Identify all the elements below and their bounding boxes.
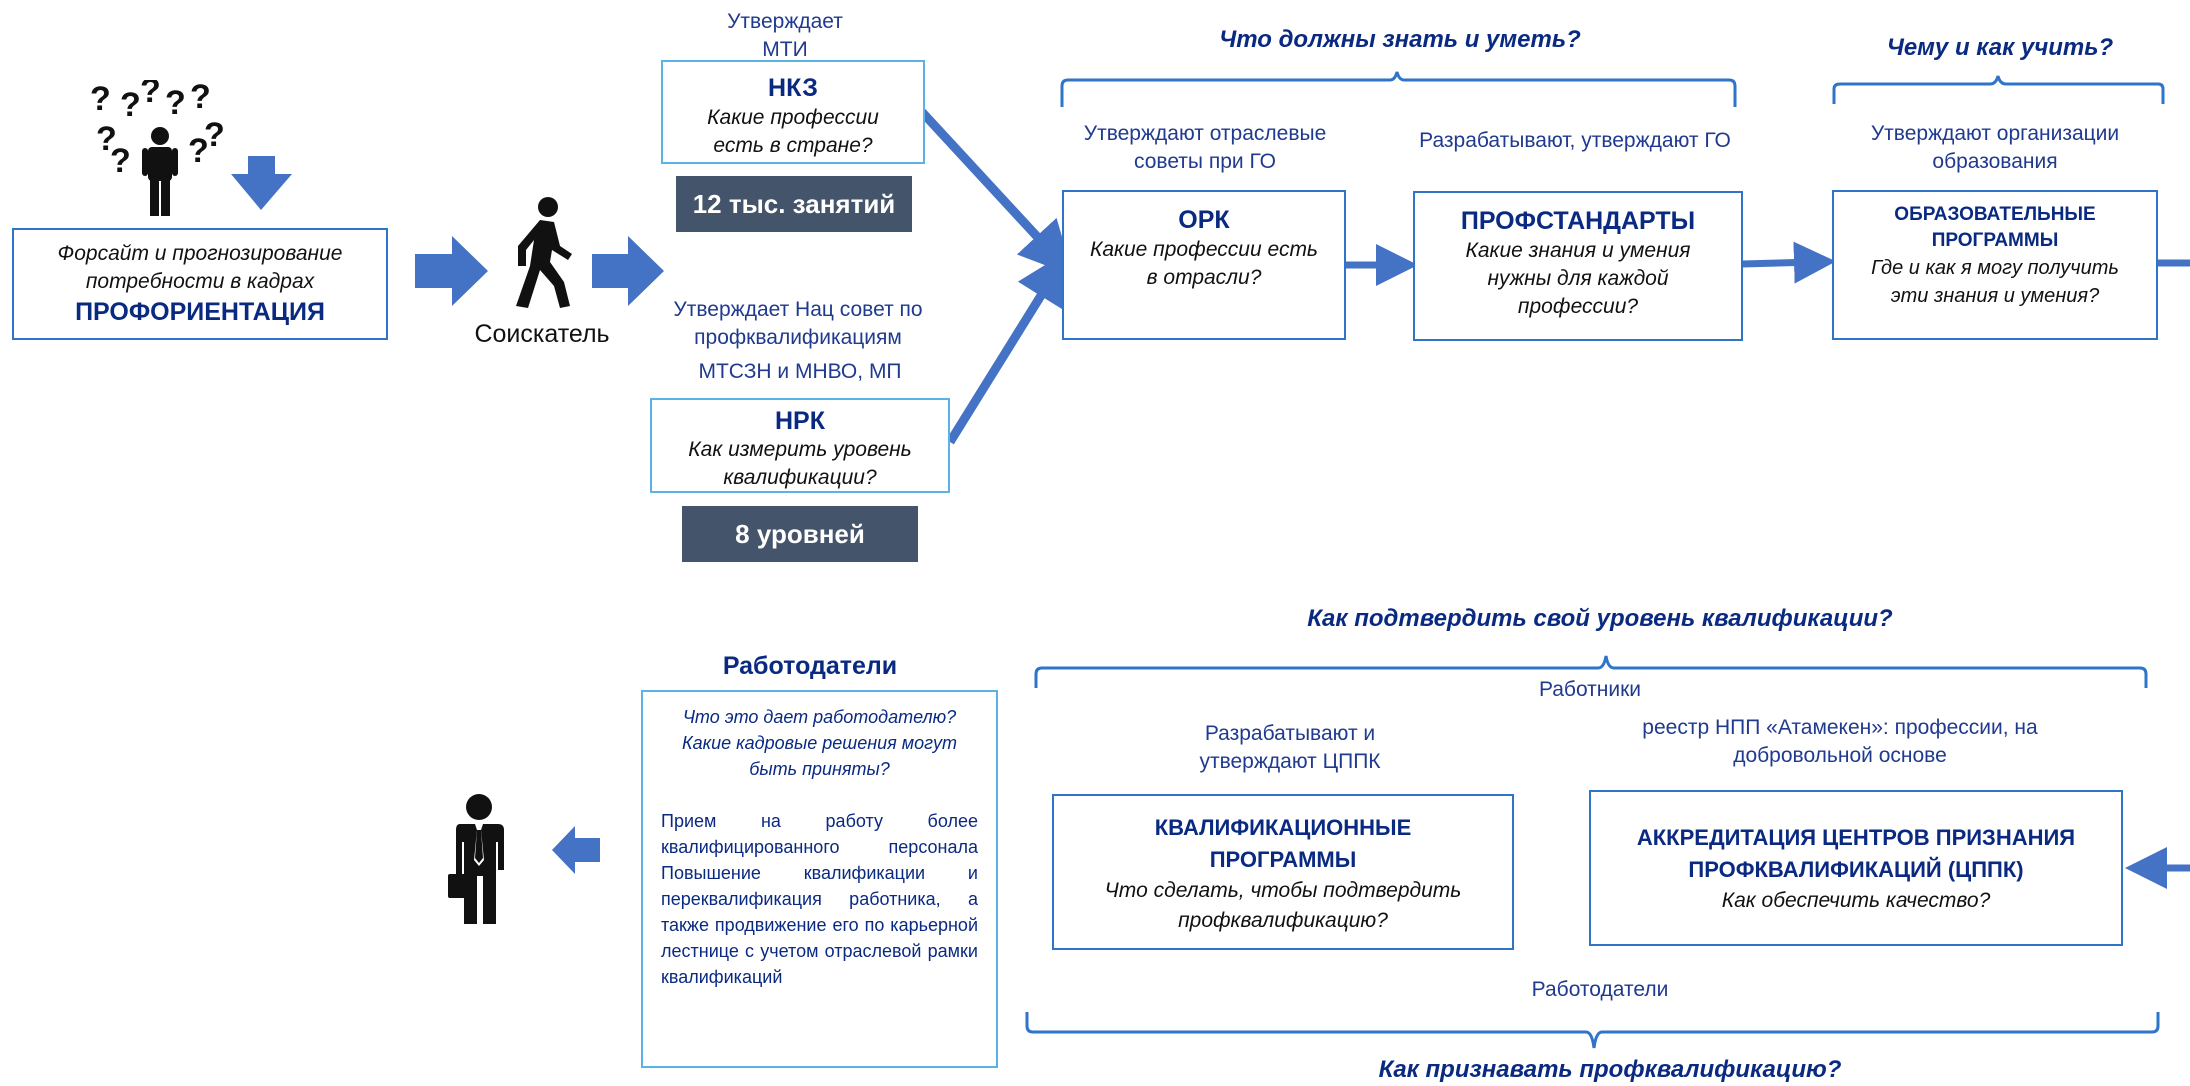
confused-person-icon: ??? ?? ?? ?? (90, 72, 230, 220)
nrk-title: НРК (775, 407, 825, 435)
nkz-question: Какие профессии есть в стране? (707, 106, 879, 157)
seeker-label: Соискатель (474, 320, 610, 348)
edu-approver: Утверждают организации образования (1870, 122, 2120, 173)
nrk-approver: Утверждает Нац совет по профквалификация… (673, 298, 923, 349)
bracket-know (1060, 71, 1737, 107)
ps-approver: Разрабатывают, утверждают ГО (1419, 129, 1731, 152)
nkz-approver: Утверждает МТИ (727, 10, 843, 61)
svg-text:?: ? (190, 80, 211, 116)
accreditation-box: АККРЕДИТАЦИЯ ЦЕНТРОВ ПРИЗНАНИЯ ПРОФКВАЛИ… (1589, 790, 2123, 946)
question-recognize: Как признавать профквалификацию? (1378, 1056, 1842, 1083)
arrow-nrk-to-ork (946, 250, 1070, 445)
nkz-box: НКЗ Какие профессии есть в стране? (661, 60, 925, 164)
accreditation-title: АККРЕДИТАЦИЯ ЦЕНТРОВ ПРИЗНАНИЯ ПРОФКВАЛИ… (1636, 825, 2076, 882)
nrk-badge: 8 уровней (682, 506, 918, 562)
proforientation-box: Форсайт и прогнозирование потребности в … (12, 228, 388, 340)
profstandards-question: Какие знания и умения нужны для каждой п… (1465, 239, 1691, 318)
nrk-question: Как измерить уровень квалификации? (688, 438, 912, 489)
ork-approver: Утверждают отраслевые советы при ГО (1083, 122, 1327, 173)
employers-bottom-label: Работодатели (1531, 978, 1669, 1001)
walking-person-icon (506, 196, 576, 311)
employers-question: Что это дает работодателю? Какие кадровы… (681, 707, 957, 779)
svg-text:?: ? (110, 142, 131, 180)
question-confirm: Как подтвердить свой уровень квалификаци… (1307, 605, 1893, 632)
accreditation-approver: реестр НПП «Атамекен»: профессии, на доб… (1642, 716, 2038, 767)
profstandards-box: ПРОФСТАНДАРТЫ Какие знания и умения нужн… (1413, 191, 1743, 341)
nrk-box: НРК Как измерить уровень квалификации? (650, 398, 950, 493)
svg-text:?: ? (96, 120, 117, 158)
qualification-programs-question: Что сделать, чтобы подтвердить профквали… (1104, 879, 1462, 932)
businessman-icon (446, 794, 508, 928)
ork-question: Какие профессии есть в отрасли? (1090, 238, 1318, 289)
employers-panel: Что это дает работодателю? Какие кадровы… (641, 690, 998, 1068)
ork-title: ОРК (1178, 206, 1230, 234)
svg-text:?: ? (188, 132, 209, 170)
question-learn: Чему и как учить? (1886, 34, 2114, 61)
accreditation-question: Как обеспечить качество? (1721, 889, 1991, 912)
bracket-confirm (1034, 655, 2148, 688)
nkz-badge: 12 тыс. занятий (676, 176, 912, 232)
svg-text:?: ? (140, 80, 161, 110)
right-arrow-shape-2 (592, 236, 664, 306)
svg-text:?: ? (90, 80, 111, 118)
profstandards-title: ПРОФСТАНДАРТЫ (1460, 207, 1696, 235)
bracket-learn (1832, 75, 2165, 104)
svg-text:?: ? (165, 84, 186, 122)
left-arrow-shape-employer (552, 826, 600, 874)
employers-body: Прием на работу более квалифицированного… (661, 811, 978, 987)
qualification-programs-title: КВАЛИФИКАЦИОННЫЕ ПРОГРАММЫ (1154, 815, 1412, 872)
edu-programs-box: ОБРАЗОВАТЕЛЬНЫЕ ПРОГРАММЫ Где и как я мо… (1832, 190, 2158, 340)
arrow-ps-to-edu (1741, 241, 1836, 284)
svg-text:?: ? (120, 86, 141, 124)
forecast-text-line2: потребности в кадрах (85, 270, 315, 293)
edu-programs-title: ОБРАЗОВАТЕЛЬНЫЕ ПРОГРАММЫ (1894, 204, 2096, 251)
workers-label: Работники (1538, 678, 1642, 701)
edu-programs-question: Где и как я могу получить эти знания и у… (1871, 257, 2119, 307)
employers-title: Работодатели (722, 652, 898, 680)
right-arrow-shape-1 (415, 236, 488, 306)
bracket-recognize (1025, 1012, 2160, 1049)
nrk-ministries: МТСЗН и МНВО, МП (698, 360, 902, 383)
question-know: Что должны знать и уметь? (1219, 26, 1581, 53)
qualification-programs-box: КВАЛИФИКАЦИОННЫЕ ПРОГРАММЫ Что сделать, … (1052, 794, 1514, 950)
nkz-title: НКЗ (768, 74, 818, 102)
ork-box: ОРК Какие профессии есть в отрасли? (1062, 190, 1346, 340)
arrow-nkz-to-ork (918, 108, 1074, 276)
forecast-text-line1: Форсайт и прогнозирование (57, 242, 343, 265)
svg-text:?: ? (204, 116, 225, 154)
proforientation-title: ПРОФОРИЕНТАЦИЯ (75, 298, 325, 326)
down-arrow-shape (231, 156, 292, 210)
kp-approver: Разрабатывают и утверждают ЦППК (1199, 722, 1381, 773)
